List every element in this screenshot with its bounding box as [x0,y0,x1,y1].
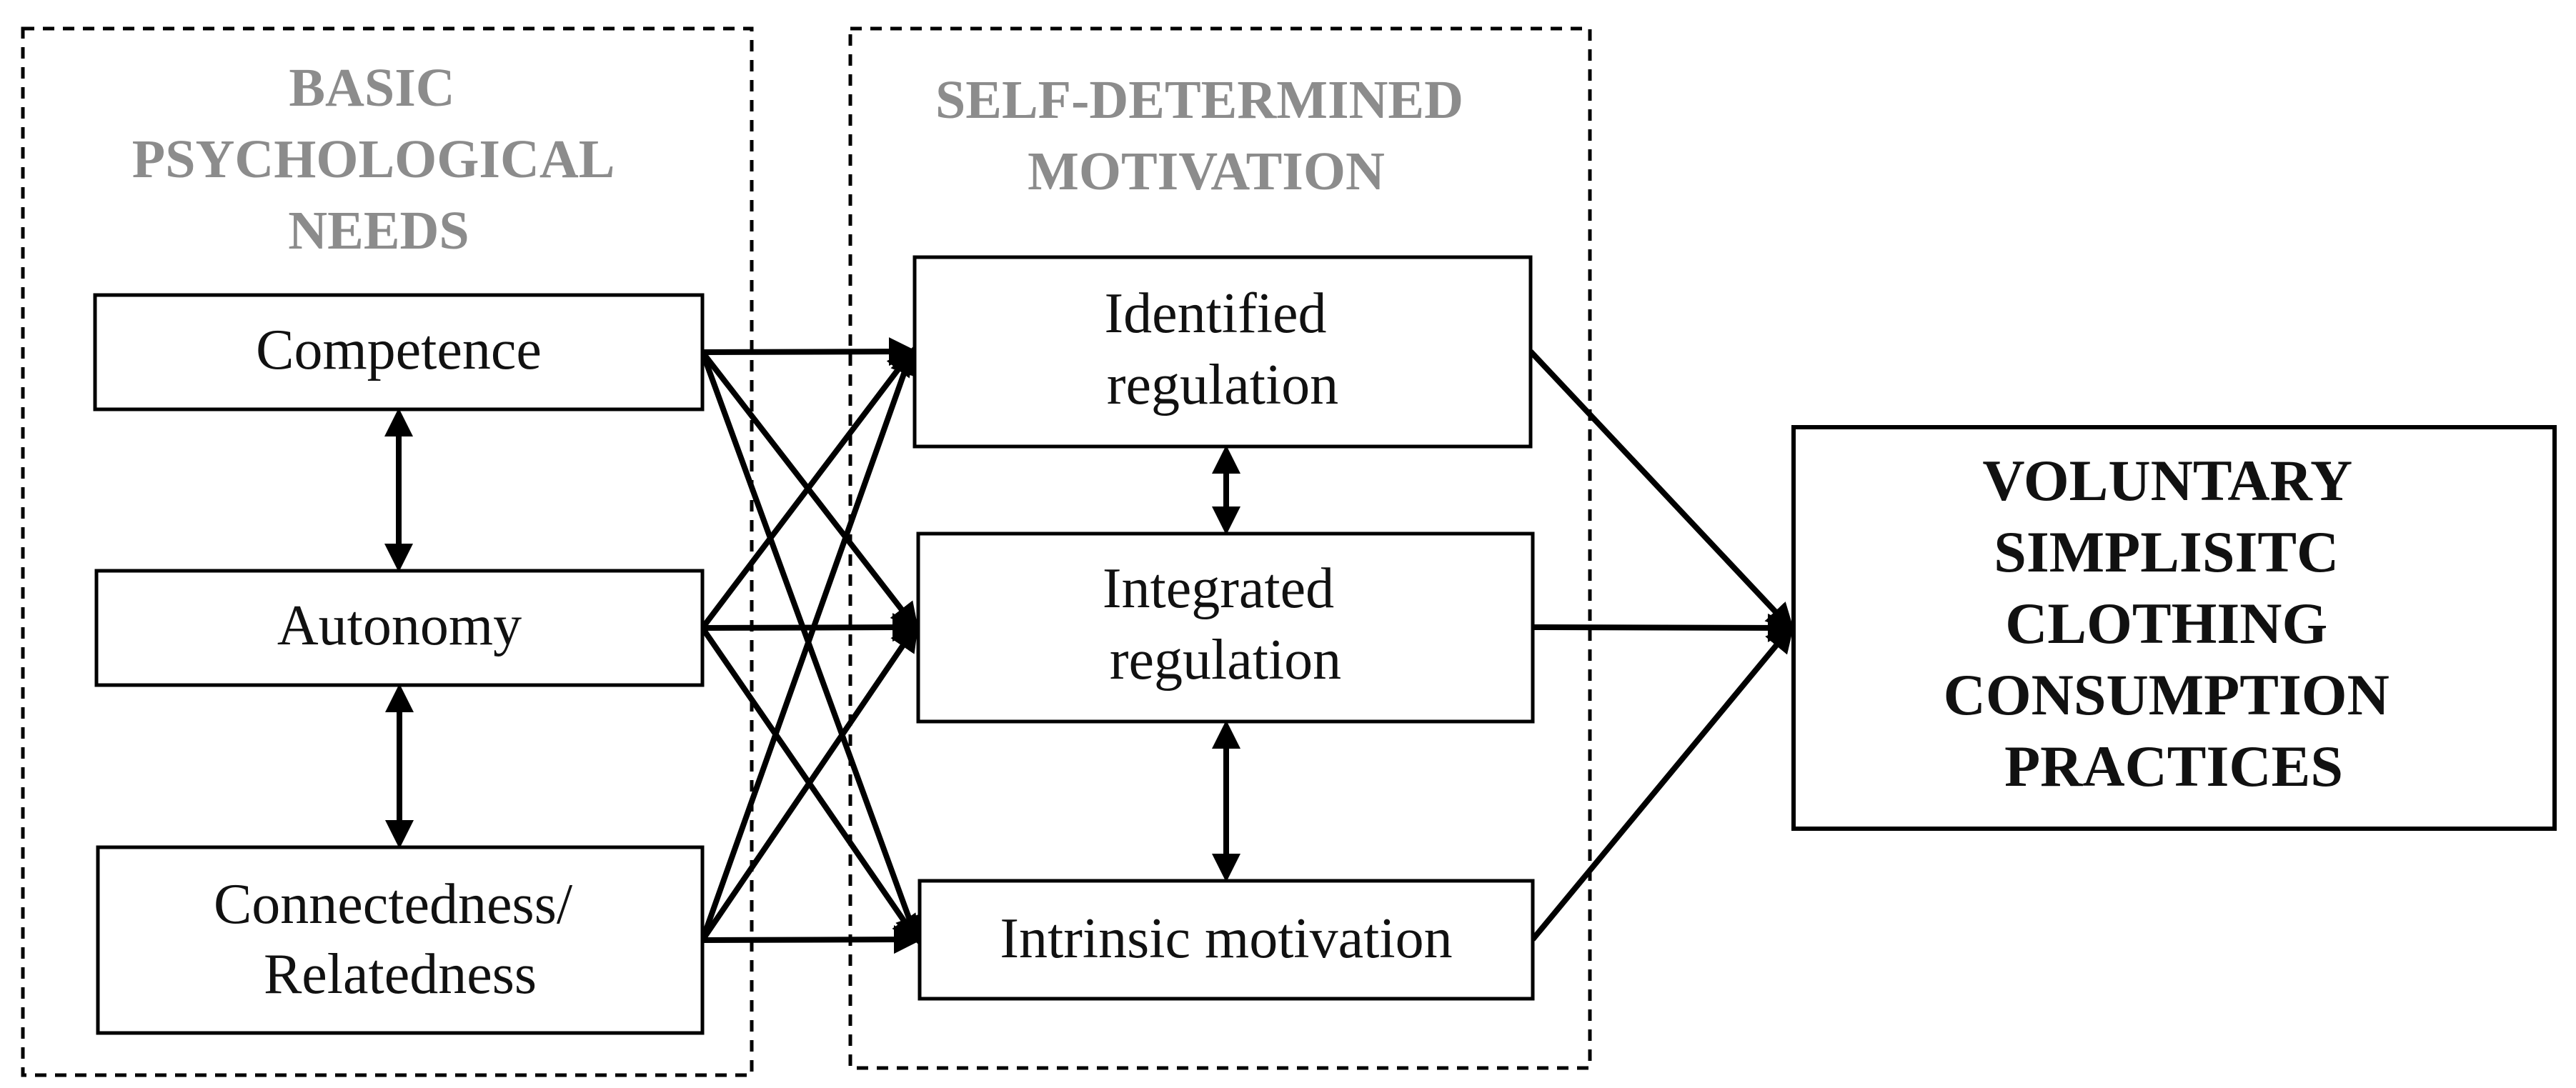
competence-box [93,293,705,411]
arrow-integrated-to-outcome [1532,613,1796,642]
edges-layer [384,337,1796,954]
arrow-autonomy-to-identified [700,346,915,630]
node-outcome: VOLUNTARY SIMPLISITC CLOTHING CONSUMPTIO… [1791,425,2557,831]
integrated-label-line: Integrated [1103,557,1334,620]
arrow-connectedness-to-integrated [700,622,919,942]
identified-label: Identified regulation [1105,282,1341,416]
connectedness-label: Connectedness/ Relatedness [214,873,587,1006]
arrow-identified-to-outcome [1528,349,1795,632]
motivation-group-frame [848,26,1592,1070]
outcome-label-line: CONSUMPTION [1944,662,2389,727]
autonomy-box [94,569,705,687]
arrow-competence-to-identified [702,337,917,366]
outcome-label-line: SIMPLISITC [1994,519,2339,584]
connectedness-label-line: Connectedness/ [214,873,573,936]
integrated-box [916,531,1535,724]
connectedness-label-line: Relatedness [264,943,537,1006]
needs-group-label-line: BASIC [289,58,454,118]
intrinsic-label-line: Intrinsic motivation [1000,907,1452,970]
competence-label-line: Competence [256,319,542,381]
motivation-group-label: SELF-DETERMINED MOTIVATION [935,70,1477,201]
node-intrinsic: Intrinsic motivation [917,879,1535,1001]
outcome-label-line: CLOTHING [2005,591,2327,656]
intrinsic-box [917,879,1535,1001]
needs-group-label-line: PSYCHOLOGICAL [132,129,613,189]
arrow-connectedness-to-intrinsic [702,925,923,954]
competence-label: Competence [256,319,542,381]
intrinsic-label: Intrinsic motivation [1000,907,1452,970]
identified-label-line: regulation [1107,354,1338,416]
integrated-label-line: regulation [1110,629,1341,692]
arrow-autonomy-to-integrated [702,613,921,642]
outcome-label-line: VOLUNTARY [1982,448,2352,513]
arrow-intrinsic-to-outcome [1530,623,1795,942]
outcome-label-line: PRACTICES [2004,734,2343,799]
autonomy-label-line: Autonomy [277,594,522,657]
arrow-connectedness-to-identified [700,346,918,942]
integrated-label: Integrated regulation [1103,557,1348,692]
connectedness-box [96,845,705,1035]
node-integrated: Integrated regulation [916,531,1535,724]
node-autonomy: Autonomy [94,569,705,687]
node-identified: Identified regulation [912,255,1533,449]
outcome-box [1791,425,2557,831]
node-competence: Competence [93,293,705,411]
outcome-label: VOLUNTARY SIMPLISITC CLOTHING CONSUMPTIO… [1944,448,2405,799]
identified-label-line: Identified [1105,282,1327,345]
autonomy-label: Autonomy [277,594,522,657]
motivation-group-label-line: SELF-DETERMINED [935,70,1463,130]
motivation-group-label-line: MOTIVATION [1028,141,1385,201]
identified-box [912,255,1533,449]
needs-group-frame [21,26,754,1077]
needs-group-label-line: NEEDS [288,201,469,261]
node-connectedness: Connectedness/ Relatedness [96,845,705,1035]
needs-group-label: BASIC PSYCHOLOGICAL NEEDS [132,58,625,261]
